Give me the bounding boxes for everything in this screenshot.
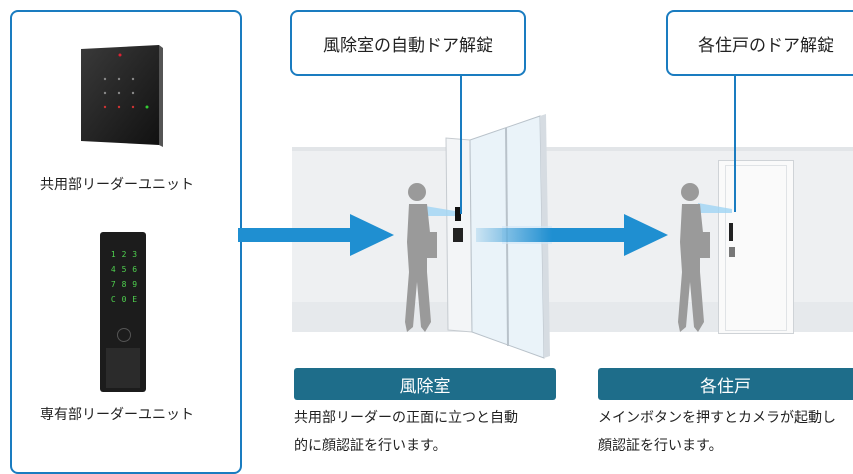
- leader-line-1: [460, 76, 462, 214]
- section-title-unit: 各住戸: [598, 368, 853, 400]
- private-reader-label: 専有部リーダーユニット: [40, 407, 194, 423]
- common-reader-label: 共用部リーダーユニット: [40, 177, 194, 193]
- section-title-windbreak: 風除室: [294, 368, 556, 400]
- unit-door: [718, 160, 794, 334]
- keypad-key: 1: [110, 250, 116, 259]
- wall-reader-1-body: [453, 228, 463, 242]
- keypad-key: 8: [121, 280, 127, 289]
- person-figure-1: [405, 183, 437, 332]
- flow-arrow-2: [476, 214, 668, 256]
- section-title-windbreak-text: 風除室: [399, 376, 451, 397]
- callout-windbreak-unlock: 風除室の自動ドア解錠: [290, 10, 526, 76]
- private-reader-device: 1 2 3 4 5 6 7 8 9 C 0 E: [100, 232, 146, 392]
- door-reader: [729, 223, 733, 241]
- callout-windbreak-unlock-text: 風除室の自動ドア解錠: [323, 35, 493, 56]
- wall-reader-1: [455, 207, 461, 221]
- face-scan-beam-1: [425, 206, 461, 216]
- desc-line: メインボタンを押すとカメラが起動し: [598, 410, 836, 426]
- leader-line-2: [734, 76, 736, 212]
- keypad-key: 7: [110, 280, 116, 289]
- face-scan-beam-2: [698, 203, 732, 213]
- callout-unit-unlock-text: 各住戸のドア解錠: [698, 35, 834, 56]
- section-desc-unit: メインボタンを押すとカメラが起動し 顔認証を行います。: [598, 404, 853, 451]
- callout-unit-unlock: 各住戸のドア解錠: [666, 10, 853, 76]
- fingerprint-button-icon: [117, 328, 131, 342]
- keypad-key: 0: [121, 295, 127, 304]
- keypad-key: 5: [121, 265, 127, 274]
- desc-line: 顔認証を行います。: [598, 438, 723, 451]
- corridor-top-edge: [292, 147, 853, 151]
- keypad-key: 2: [121, 250, 127, 259]
- keypad-key: E: [132, 295, 138, 304]
- desc-line: 的に顔認証を行います。: [294, 438, 447, 451]
- person-figure-2: [678, 183, 710, 332]
- section-title-unit-text: 各住戸: [700, 376, 751, 397]
- common-reader-device: [81, 45, 163, 147]
- camera-panel: [106, 348, 140, 388]
- keypad-key: C: [110, 295, 116, 304]
- keypad-key: 6: [132, 265, 138, 274]
- door-frame: [725, 165, 787, 331]
- keypad-key: 4: [110, 265, 116, 274]
- keypad-key: 9: [132, 280, 138, 289]
- keypad-key: 3: [132, 250, 138, 259]
- desc-line: 共用部リーダーの正面に立つと自動: [294, 410, 518, 426]
- door-handle: [729, 247, 735, 257]
- flow-arrow-1: [238, 214, 394, 256]
- section-desc-windbreak: 共用部リーダーの正面に立つと自動 的に顔認証を行います。: [294, 404, 564, 451]
